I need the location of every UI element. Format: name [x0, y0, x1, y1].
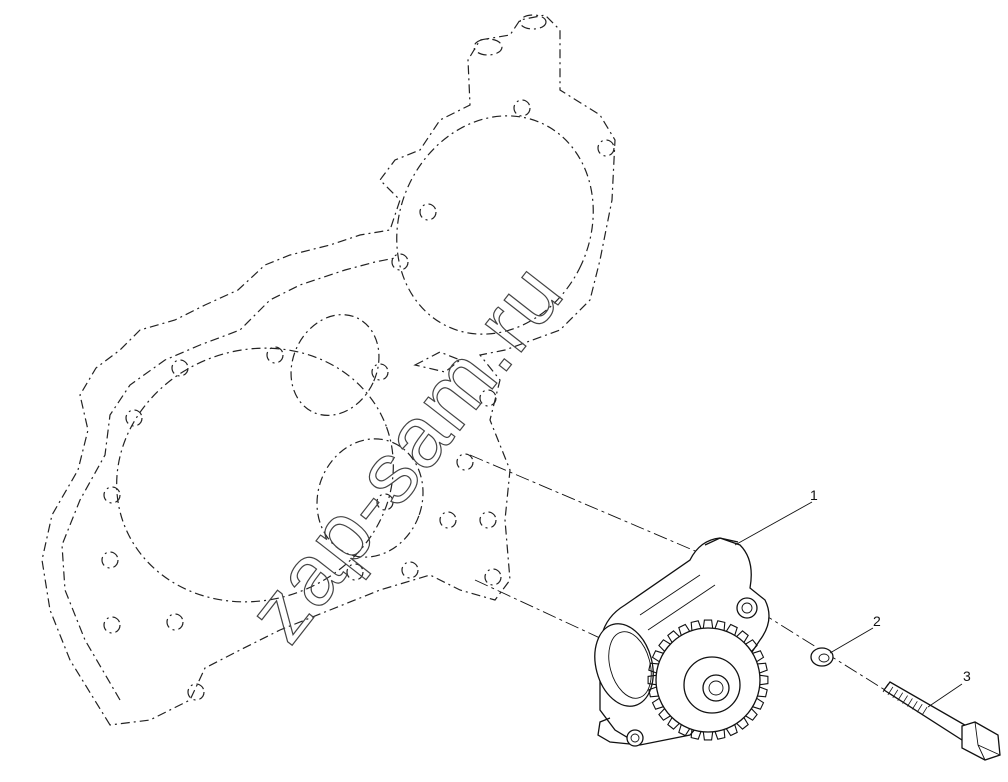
leader-lines: [734, 501, 963, 708]
bolt-thread-lines: [882, 683, 928, 716]
callout-3: 3: [963, 668, 971, 684]
washer-part-2: [810, 647, 834, 667]
watermark-text: zap-sam.ru: [229, 246, 582, 660]
callout-1: 1: [810, 487, 818, 503]
callout-2: 2: [873, 613, 881, 629]
assembly-centerlines: [469, 454, 886, 691]
oil-pump-part-1: [594, 537, 770, 747]
bolt-part-3: [882, 681, 1001, 761]
gear-teeth-outline: [647, 619, 769, 741]
gear-housing-phantom: [41, 14, 616, 726]
watermark-logo: zap-sam.ru: [229, 245, 583, 660]
